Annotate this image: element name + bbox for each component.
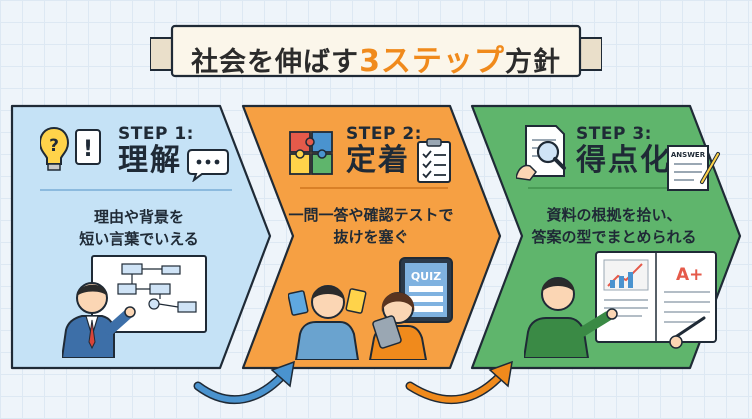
checklist-icon [417,138,451,183]
step3-description: 資料の根拠を拾い、 答案の型でまとめられる [526,204,702,248]
step2-description: 一問一答や確認テストで 抜けを塞ぐ [286,204,456,248]
title-suffix: 方針 [504,47,561,78]
page-title: 社会を伸ばす3ステップ方針 [0,36,752,79]
puzzle-icon [289,131,333,175]
tablet-quiz-text: QUIZ [411,270,441,283]
svg-text:?: ? [49,136,59,156]
step3-desc-line1: 資料の根拠を拾い、 [546,206,682,224]
title-prefix: 社会を伸ばす [191,47,360,78]
student-writing-answer-illustration: A+ [524,251,717,358]
step2-heading: STEP 2: 定着 [346,124,422,178]
step2-desc-line1: 一問一答や確認テストで [288,206,454,224]
step1-description: 理由や背景を 短い言葉でいえる [54,206,224,250]
title-ribbon [150,24,602,78]
question-lightbulb-icon: ? ! [40,126,101,171]
step2-desc-line2: 抜けを塞ぐ [333,228,409,246]
title-accent: 3ステップ [359,44,505,79]
flow-arrow-1 [193,360,295,405]
step1-desc-line2: 短い言葉でいえる [79,230,199,248]
flow-arrow-2 [405,360,513,405]
step1-label: STEP 1: [118,124,194,144]
svg-text:!: ! [83,137,93,162]
step1-heading: STEP 1: 理解 [118,124,194,178]
step1-desc-line1: 理由や背景を [93,208,184,226]
magnifier-document-icon [516,125,566,181]
grade-text: A+ [676,265,703,285]
answer-sheet-icon: ANSWER [667,145,720,191]
students-with-cards-and-tablet-illustration: QUIZ [288,257,453,360]
step3-heading: STEP 3: 得点化 [576,124,672,178]
step3-label: STEP 3: [576,124,652,144]
answer-sheet-text: ANSWER [671,151,706,159]
step3-name: 得点化 [576,143,672,178]
step2-label: STEP 2: [346,124,422,144]
step3-desc-line2: 答案の型でまとめられる [531,228,697,246]
step1-name: 理解 [118,143,182,178]
teacher-at-flowchart-board-illustration [62,255,207,358]
step2-name: 定着 [346,143,410,178]
speech-bubble-icon [187,149,229,182]
